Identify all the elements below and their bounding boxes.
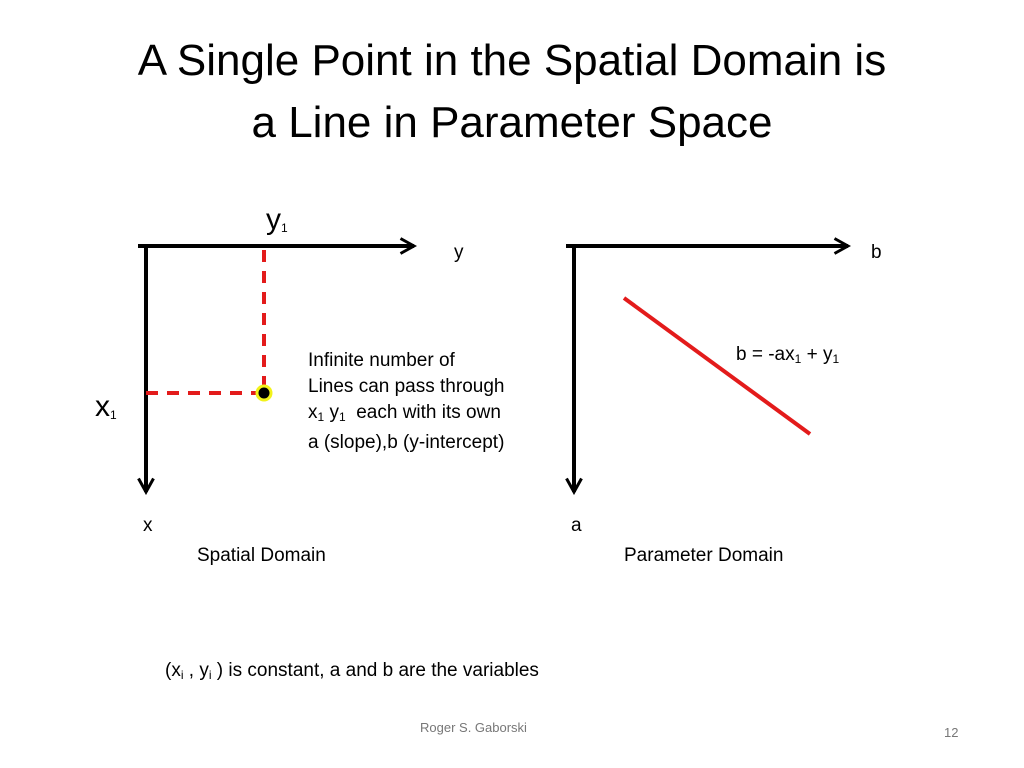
parameter-equation: b = -ax1 + y1 — [736, 344, 839, 370]
note-sub-i1: i — [180, 668, 184, 682]
equation-part-1: b = -ax — [736, 344, 795, 365]
title-line-1: A Single Point in the Spatial Domain is — [137, 36, 887, 85]
parameter-line — [622, 296, 812, 436]
note-open: (x — [165, 660, 181, 681]
equation-sub-1: 1 — [794, 352, 802, 366]
equation-sub-2: 1 — [832, 352, 840, 366]
x1-label-base: x — [95, 390, 110, 423]
equation-part-2: + y — [801, 344, 833, 365]
slide-title: A Single Point in the Spatial Domain is … — [40, 30, 984, 154]
constant-note: (xi , yi ) is constant, a and b are the … — [165, 660, 539, 686]
spatial-x-axis-label: x — [143, 515, 153, 536]
note-rest: ) is constant, a and b are the variables — [211, 660, 539, 681]
parameter-b-axis-label: b — [871, 242, 882, 263]
desc-y: y — [329, 402, 339, 423]
page-number: 12 — [944, 725, 959, 740]
title-line-2: a Line in Parameter Space — [251, 98, 773, 147]
description-line-3: x1 y1 each with its own — [308, 400, 504, 430]
parameter-domain-caption: Parameter Domain — [624, 545, 784, 566]
footer-author: Roger S. Gaborski — [420, 720, 527, 735]
point-x1-y1 — [255, 384, 273, 402]
y1-label: y1 — [266, 203, 288, 245]
description-text: Infinite number of Lines can pass throug… — [308, 348, 504, 456]
desc-x-sub: 1 — [317, 410, 325, 424]
desc-line3-rest: each with its own — [356, 402, 501, 423]
desc-x: x — [308, 402, 318, 423]
spatial-domain-caption: Spatial Domain — [197, 545, 326, 566]
description-line-1: Infinite number of — [308, 350, 455, 371]
note-mid: , y — [183, 660, 209, 681]
y1-label-sub: 1 — [281, 221, 288, 235]
x1-label: x1 — [95, 390, 117, 432]
parameter-a-axis-label: a — [571, 515, 582, 536]
desc-y-sub: 1 — [338, 410, 346, 424]
description-line-2: Lines can pass through — [308, 376, 505, 397]
note-sub-i2: i — [208, 668, 212, 682]
y1-label-base: y — [266, 203, 281, 236]
spatial-y-axis-label: y — [454, 242, 464, 263]
x1-label-sub: 1 — [110, 408, 117, 422]
description-line-4: a (slope),b (y-intercept) — [308, 432, 505, 453]
